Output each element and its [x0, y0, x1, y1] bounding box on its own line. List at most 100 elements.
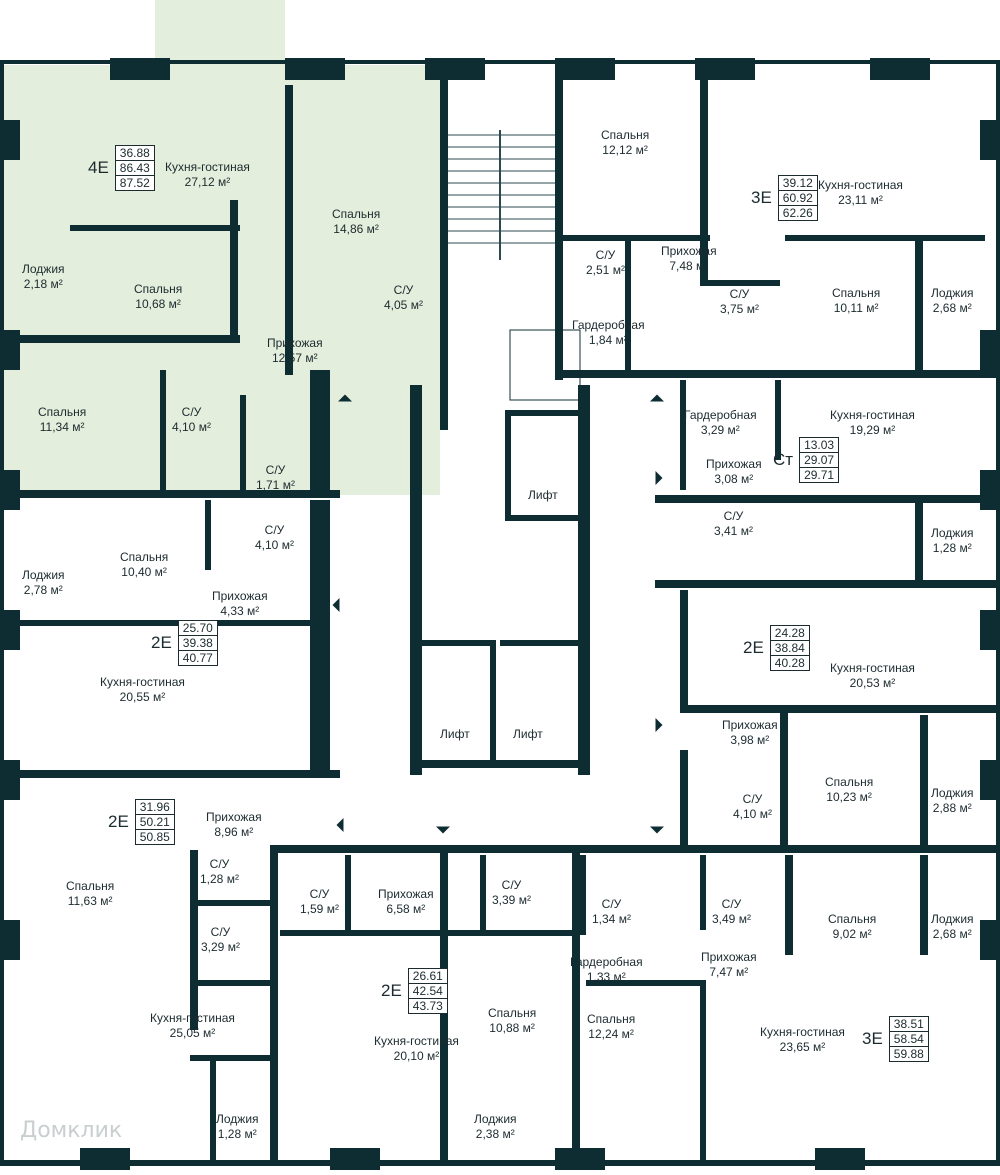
- wall-pillar: [110, 58, 170, 80]
- division-wall: [700, 980, 706, 1160]
- core-wall: [410, 385, 422, 775]
- division-wall: [586, 980, 706, 986]
- apartment-tag-st[interactable]: Ст 13.03 29.07 29.71: [767, 437, 840, 483]
- division-wall: [700, 80, 708, 280]
- total-area: 50.21: [135, 815, 174, 830]
- total-area-with-loggia: 62.26: [782, 206, 813, 220]
- division-wall: [280, 930, 440, 936]
- lift-label: Лифт: [440, 727, 470, 741]
- apartment-tag-3e-top[interactable]: 3E 39.12 60.92 62.26: [745, 175, 818, 221]
- total-area: 86.43: [115, 161, 154, 176]
- wall-pillar: [0, 120, 20, 160]
- apartment-tag-2e-right[interactable]: 2E 24.28 38.84 40.28: [737, 625, 810, 671]
- division-wall: [0, 770, 340, 778]
- apartment-tag-2e-bottom[interactable]: 2E 26.61 42.54 43.73: [375, 968, 448, 1014]
- lift-wall: [490, 640, 496, 760]
- division-wall: [655, 495, 1000, 503]
- total-area-with-loggia: 59.88: [893, 1047, 924, 1061]
- division-wall: [448, 930, 572, 936]
- living-area: 39.12: [778, 176, 817, 191]
- apartment-tag-2e-west[interactable]: 2E 31.96 50.21 50.85: [102, 799, 175, 845]
- living-area: 24.28: [770, 626, 809, 641]
- total-area: 42.54: [408, 984, 447, 999]
- apartment-code: 2E: [381, 981, 402, 1000]
- watermark: Домклик: [20, 1118, 123, 1143]
- living-area: 36.88: [115, 146, 154, 161]
- apartment-tag-4e[interactable]: 4E 36.88 86.43 87.52: [82, 145, 155, 191]
- total-area-with-loggia: 29.71: [804, 468, 835, 482]
- division-wall: [775, 380, 781, 460]
- division-wall: [285, 85, 293, 375]
- living-area: 31.96: [135, 800, 174, 815]
- entrance-arrow: [336, 818, 344, 832]
- wall-pillar: [980, 610, 1000, 650]
- apartment-tag-2e-left[interactable]: 2E 25.70 39.38 40.77: [145, 620, 218, 666]
- total-area: 58.54: [889, 1032, 928, 1047]
- wall-pillar: [0, 920, 20, 960]
- core-wall: [578, 385, 590, 775]
- apartment-code: 2E: [743, 638, 764, 657]
- wall-pillar: [980, 760, 1000, 800]
- division-wall: [0, 490, 340, 498]
- division-wall: [700, 280, 780, 286]
- wall-pillar: [980, 120, 1000, 160]
- lift-wall: [500, 640, 578, 646]
- wall-pillar: [980, 470, 1000, 510]
- division-wall: [310, 370, 330, 490]
- apartment-code: 3E: [751, 188, 772, 207]
- division-wall: [915, 240, 923, 370]
- core-wall: [440, 60, 448, 430]
- division-wall: [580, 855, 586, 935]
- division-wall: [240, 395, 246, 490]
- apartment-tag-3e-bottom[interactable]: 3E 38.51 58.54 59.88: [856, 1016, 929, 1062]
- division-wall: [480, 855, 486, 930]
- division-wall: [680, 750, 688, 850]
- division-wall: [920, 715, 928, 845]
- apartment-areas: 25.70 39.38 40.77: [177, 620, 218, 666]
- core-wall: [410, 760, 590, 768]
- total-area-with-loggia: 40.77: [182, 651, 213, 665]
- division-wall: [625, 240, 631, 370]
- entrance-arrow: [436, 826, 450, 834]
- wall-pillar: [0, 330, 20, 370]
- entrance-arrow: [655, 718, 663, 732]
- highlight-terrace: [155, 0, 285, 65]
- entrance-arrow: [650, 826, 664, 834]
- division-wall: [190, 900, 270, 906]
- living-area: 26.61: [408, 969, 447, 984]
- division-wall: [345, 855, 351, 930]
- division-wall: [680, 380, 686, 490]
- apartment-areas: 24.28 38.84 40.28: [769, 625, 810, 671]
- division-wall: [560, 370, 1000, 378]
- wall-pillar: [0, 610, 20, 650]
- lift-wall: [420, 640, 495, 646]
- division-wall: [270, 850, 278, 1160]
- division-wall: [655, 580, 1000, 588]
- total-area: 29.07: [800, 453, 839, 468]
